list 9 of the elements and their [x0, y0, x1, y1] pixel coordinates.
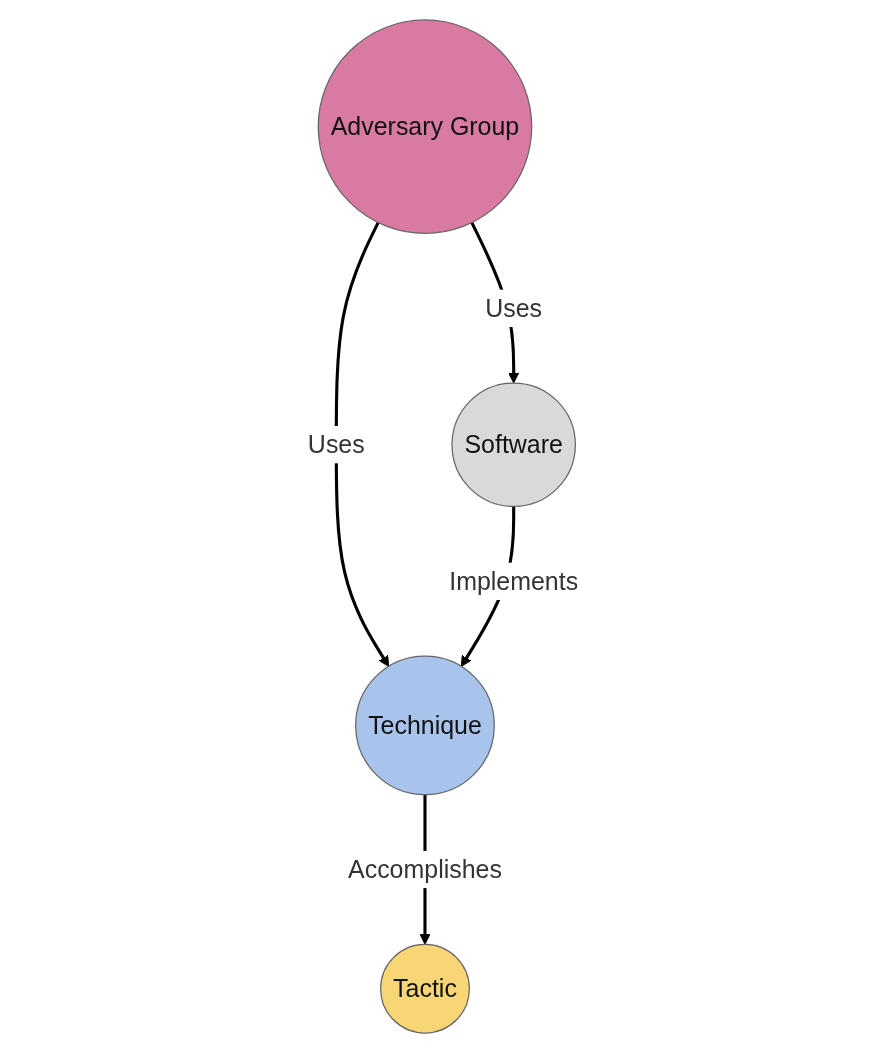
- arrow: [334, 221, 390, 667]
- node-circle: Adversary Group: [317, 19, 533, 235]
- edge-label: Uses: [485, 294, 543, 322]
- edge-label: Implements: [449, 567, 579, 595]
- node-circle: Software: [451, 382, 576, 508]
- edge-label: Uses: [307, 431, 365, 459]
- node-circle: Tactic: [380, 943, 470, 1034]
- node-circle: Technique: [355, 655, 495, 796]
- edge-label: Accomplishes: [348, 855, 502, 884]
